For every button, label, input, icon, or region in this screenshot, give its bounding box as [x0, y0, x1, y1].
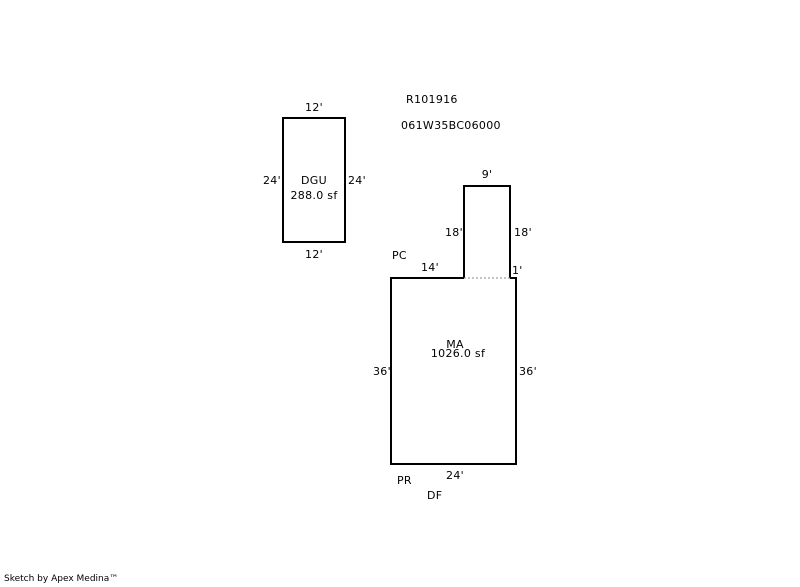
sketch-credit: Sketch by Apex Medina™ — [4, 574, 119, 584]
dgu-name: DGU — [301, 174, 327, 187]
parcel-account-number: R101916 — [406, 93, 458, 106]
dgu-area: 288.0 sf — [290, 189, 338, 202]
dgu-outline — [282, 117, 346, 243]
ma-extension-dim-right: 18' — [514, 226, 532, 239]
parcel-map-number: 061W35BC06000 — [401, 119, 501, 132]
ma-extension-dim-top: 9' — [481, 168, 493, 181]
ma-area: 1026.0 sf — [430, 347, 486, 360]
ma-outline — [390, 277, 517, 465]
ma-dim-left: 36' — [373, 365, 391, 378]
dgu-dim-right: 24' — [348, 174, 366, 187]
marker-pr: PR — [397, 474, 412, 487]
ma-extension-dim-left: 18' — [445, 226, 463, 239]
dgu-dim-left: 24' — [263, 174, 281, 187]
marker-df: DF — [427, 489, 443, 502]
ma-dim-right: 36' — [519, 365, 537, 378]
ma-dim-top-left: 14' — [421, 261, 439, 274]
ma-dim-bottom: 24' — [446, 469, 464, 482]
dgu-dim-bottom: 12' — [305, 248, 323, 261]
ma-dim-top-right: 1' — [512, 264, 523, 277]
dgu-dim-top: 12' — [305, 101, 323, 114]
ma-name: MA — [446, 338, 464, 351]
marker-pc: PC — [392, 249, 407, 262]
ma-extension-outline — [463, 185, 511, 278]
